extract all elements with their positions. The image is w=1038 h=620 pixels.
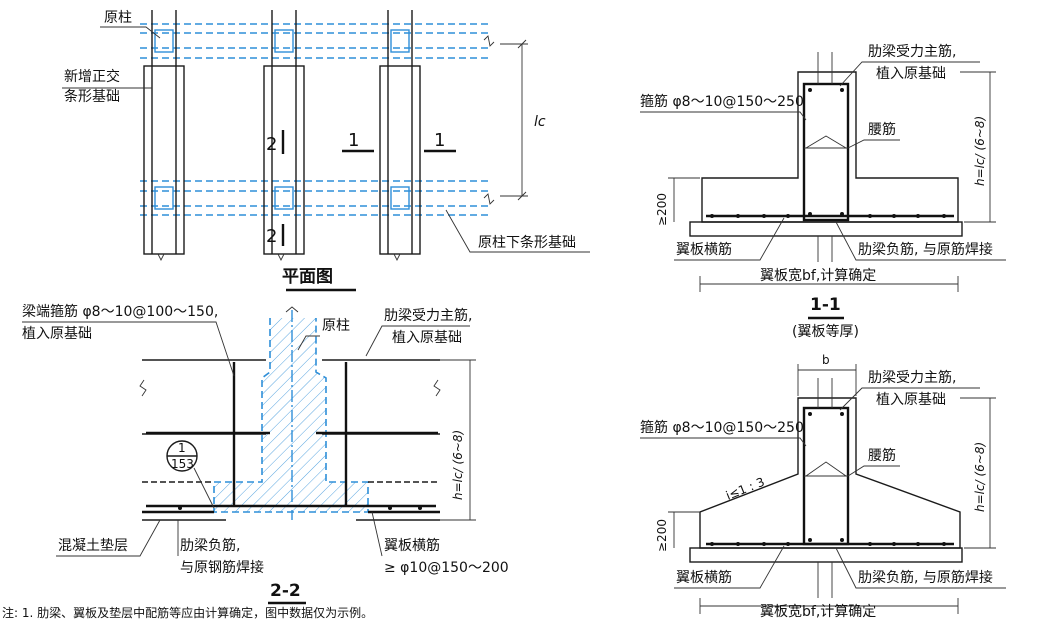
sb-slope: i≤1 : 3: [724, 475, 767, 503]
plan-view: lc 1 1 2 2 原柱 新增正交 条形基础 原柱下条形基础 平面图: [62, 10, 590, 292]
sb-main-bar-1: 肋梁受力主筋,: [868, 369, 956, 386]
section-2-2: 梁端箍筋 φ8～10@100～150, 植入原基础 原柱 肋梁受力主筋, 植入原…: [22, 303, 509, 605]
detail-number: 1: [178, 441, 186, 455]
section-1-1-title: 1-1: [810, 295, 841, 315]
new-foundation-label-1: 新增正交: [64, 68, 120, 85]
sb-neg-bar: 肋梁负筋, 与原筋焊接: [858, 569, 993, 586]
wing-bar-dots-b: [710, 412, 946, 546]
section-cut-2: 2 2: [266, 130, 285, 247]
sb-waist-bar: 腰筋: [868, 447, 896, 464]
sb-height: h=lc/ (6~8): [973, 442, 987, 512]
s11-main-bar-2: 植入原基础: [876, 65, 946, 82]
s11-min-thick: ≥200: [655, 193, 669, 226]
lc-label: lc: [534, 114, 546, 130]
neg-bar-label-1: 肋梁负筋,: [180, 537, 240, 554]
neg-bar-label-2: 与原钢筋焊接: [180, 559, 264, 576]
section-tapered-wing: b 肋梁受力主筋, 植入原基础 箍筋 φ8～10@150～250 腰筋 i≤1 …: [640, 353, 1006, 620]
plan-title: 平面图: [282, 267, 333, 287]
original-column-label: 原柱: [104, 10, 132, 26]
sb-min-thick: ≥200: [655, 519, 669, 552]
section-cut-1: 1 1: [342, 130, 456, 153]
new-foundation-label-2: 条形基础: [64, 88, 120, 105]
s11-neg-bar: 肋梁负筋, 与原筋焊接: [858, 241, 993, 258]
footnote: 注: 1. 肋梁、翼板及垫层中配筋等应由计算确定，图中数据仅为示例。: [2, 605, 373, 620]
height-label-2-2: h=lc/ (6~8): [451, 430, 465, 500]
s11-width-note: 翼板宽bf,计算确定: [760, 267, 876, 284]
concrete-pad-label: 混凝土垫层: [58, 538, 128, 554]
section-1-1: 肋梁受力主筋, 植入原基础 箍筋 φ8～10@150～250 腰筋 h=lc/ …: [640, 43, 1006, 340]
section-1-1-subtitle: (翼板等厚): [792, 323, 859, 340]
wing-bar-dots-1-1: [710, 88, 946, 218]
existing-strip-foundation-bottom: [140, 180, 488, 216]
sb-width-note: 翼板宽bf,计算确定: [760, 603, 876, 620]
existing-strip-foundation-top: [140, 23, 488, 59]
lc-dimension: lc: [500, 39, 546, 201]
original-columns: [154, 29, 410, 210]
b-dim-label: b: [822, 353, 830, 367]
sb-main-bar-2: 植入原基础: [876, 391, 946, 408]
s11-waist-bar: 腰筋: [868, 121, 896, 138]
detail-sheet: 153: [171, 457, 194, 471]
new-orthogonal-strip-foundation-3: [379, 10, 421, 255]
s11-stirrup: 箍筋 φ8～10@150～250: [640, 93, 804, 110]
sb-stirrup: 箍筋 φ8～10@150～250: [640, 419, 804, 436]
end-stirrup-label-2: 植入原基础: [22, 325, 92, 342]
wing-bar-label-1: 翼板横筋: [384, 537, 440, 554]
sb-wing-bar: 翼板横筋: [676, 569, 732, 586]
s11-wing-bar: 翼板横筋: [676, 241, 732, 258]
new-orthogonal-strip-foundation-1: [143, 10, 185, 255]
main-bar-label-1: 肋梁受力主筋,: [384, 307, 472, 324]
end-stirrup-label-1: 梁端箍筋 φ8～10@100～150,: [22, 303, 218, 320]
existing-strip-label: 原柱下条形基础: [478, 234, 576, 251]
column-label-2-2: 原柱: [322, 318, 350, 334]
cut-1-left-label: 1: [348, 130, 359, 151]
s11-height: h=lc/ (6~8): [973, 116, 987, 186]
main-bar-label-2: 植入原基础: [392, 329, 462, 346]
cut-2-bottom-label: 2: [266, 226, 277, 247]
wing-bar-label-2: ≥ φ10@150～200: [384, 560, 509, 576]
cut-2-top-label: 2: [266, 134, 277, 155]
cut-1-right-label: 1: [434, 130, 445, 151]
s11-main-bar-1: 肋梁受力主筋,: [868, 43, 956, 60]
section-2-2-title: 2-2: [270, 581, 301, 601]
